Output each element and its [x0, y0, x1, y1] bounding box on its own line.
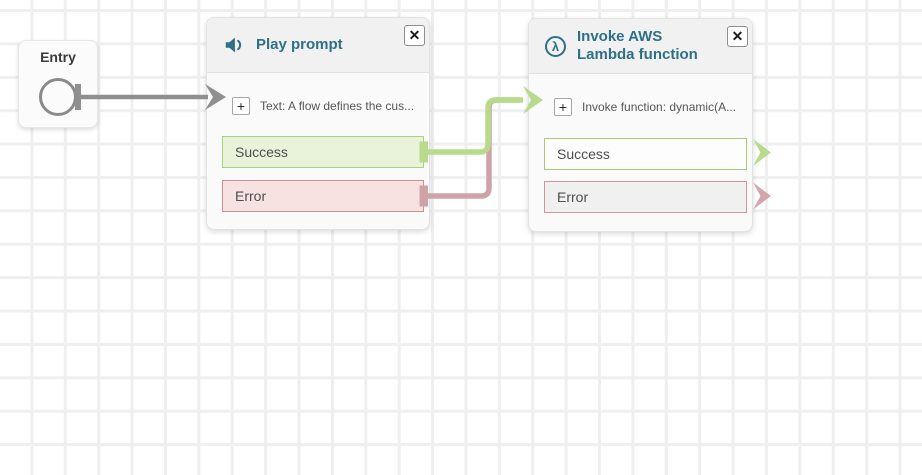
- connection-success-to-lambda[interactable]: [419, 86, 544, 163]
- speaker-icon: [223, 34, 245, 56]
- branch-error[interactable]: Error: [544, 181, 747, 213]
- node-header: λ Invoke AWS Lambda function: [529, 19, 752, 74]
- lambda-icon: λ: [545, 35, 566, 57]
- entry-output-port[interactable]: [39, 78, 77, 116]
- close-icon[interactable]: ✕: [727, 26, 748, 47]
- param-row: + Invoke function: dynamic(A...: [554, 98, 736, 116]
- node-title: Invoke AWS Lambda function: [577, 28, 698, 63]
- node-play-prompt[interactable]: Play prompt ✕ + Text: A flow defines the…: [206, 17, 430, 230]
- branch-success[interactable]: Success: [544, 138, 747, 170]
- branch-label: Success: [557, 146, 610, 162]
- entry-label: Entry: [40, 49, 76, 65]
- node-title: Play prompt: [256, 36, 343, 54]
- param-row: + Text: A flow defines the cus...: [232, 97, 414, 115]
- lambda-success-drag-arrow[interactable]: [753, 139, 771, 166]
- lambda-error-drag-arrow[interactable]: [753, 182, 771, 210]
- node-summary: Text: A flow defines the cus...: [260, 99, 415, 113]
- node-header: Play prompt: [207, 18, 429, 73]
- branch-error[interactable]: Error: [222, 180, 424, 212]
- close-icon[interactable]: ✕: [404, 25, 425, 46]
- add-parameter-button[interactable]: +: [554, 98, 572, 116]
- connection-error-to-lambda[interactable]: [419, 97, 521, 207]
- add-parameter-button[interactable]: +: [232, 97, 250, 115]
- node-invoke-lambda[interactable]: λ Invoke AWS Lambda function ✕ + Invoke …: [528, 18, 753, 232]
- branch-label: Error: [557, 189, 589, 205]
- entry-node[interactable]: Entry: [18, 40, 98, 128]
- branch-success[interactable]: Success: [222, 136, 424, 168]
- branch-label: Error: [235, 188, 267, 204]
- node-summary: Invoke function: dynamic(A...: [582, 100, 737, 114]
- branch-label: Success: [235, 144, 288, 160]
